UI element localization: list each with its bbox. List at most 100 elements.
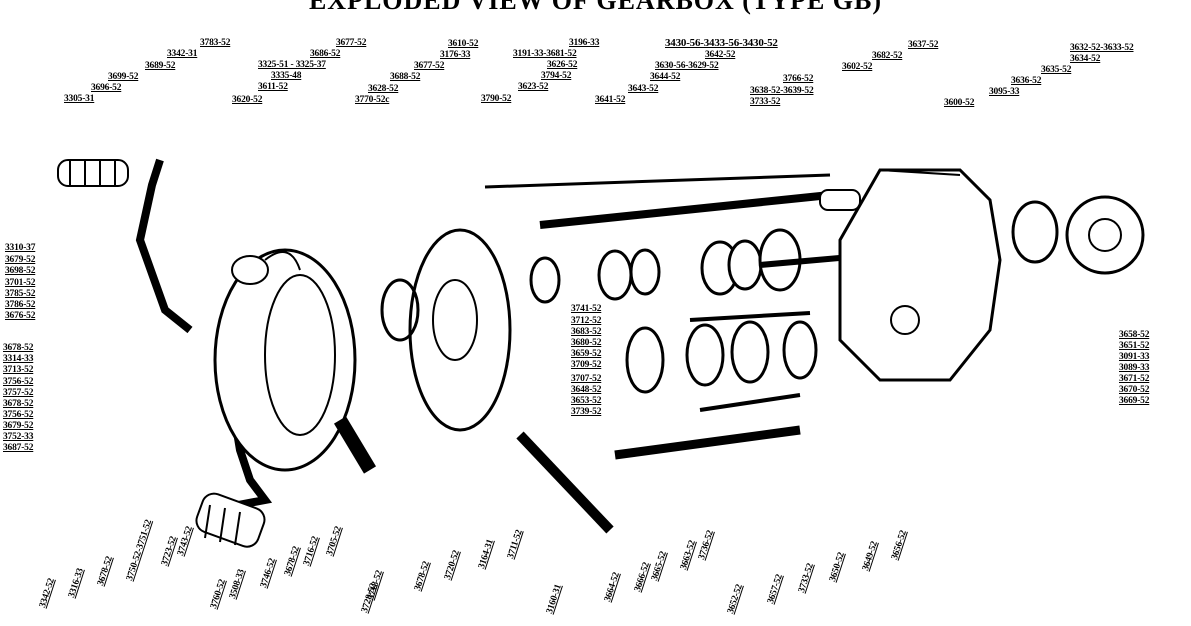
callout-label: 3699-52 xyxy=(108,72,139,82)
callout-label: 3653-52 xyxy=(571,396,602,406)
callout-label: 3623-52 xyxy=(518,82,549,92)
page-title: EXPLODED VIEW OF GEARBOX (TYPE GB) xyxy=(308,0,883,15)
callout-label: 3790-52 xyxy=(481,94,512,104)
callout-label: 3641-52 xyxy=(595,95,626,105)
gear-cluster-top xyxy=(529,228,931,304)
callout-label: 3689-52 xyxy=(145,61,176,71)
callout-label: 3191-33-3681-52 xyxy=(513,49,577,59)
callout-label: 3632-52-3633-52 xyxy=(1070,43,1134,53)
callout-label: 3733-52 xyxy=(797,562,816,595)
callout-label: 3666-52 xyxy=(633,561,652,594)
gear-cluster-bottom xyxy=(625,311,818,394)
callout-label: 3705-52 xyxy=(325,525,344,558)
clutch-cover xyxy=(380,228,512,432)
callout-label: 3620-52 xyxy=(232,95,263,105)
callout-label: 3680-52 xyxy=(571,338,602,348)
callout-label: 3430-56-3433-56-3430-52 xyxy=(665,37,778,49)
callout-label: 3659-52 xyxy=(571,349,602,359)
callout-label: 3325-51 - 3325-37 xyxy=(258,60,326,70)
callout-label: 3678-52 xyxy=(96,555,115,588)
selector-rod xyxy=(516,431,614,534)
callout-label: 3160-31 xyxy=(545,583,564,616)
callout-label: 3316-33 xyxy=(67,567,86,600)
callout-label: 3638-52-3639-52 xyxy=(750,86,814,96)
callout-label: 3783-52 xyxy=(200,38,231,48)
callout-label: 3642-52 xyxy=(705,50,736,60)
callout-label: 3091-33 xyxy=(1119,352,1150,362)
final-drive-sprocket xyxy=(1011,195,1145,275)
callout-label: 3677-52 xyxy=(336,38,367,48)
outer-cover xyxy=(213,248,357,472)
callout-label: 3750-52-3751-52 xyxy=(125,518,155,583)
callout-label: 3164-31 xyxy=(477,538,496,571)
callout-label: 3707-52 xyxy=(571,374,602,384)
callout-label: 3757-52 xyxy=(3,388,34,398)
callout-label: 3756-52 xyxy=(3,410,34,420)
callout-label: 3600-52 xyxy=(944,98,975,108)
callout-label: 3634-52 xyxy=(1070,54,1101,64)
callout-label: 3696-52 xyxy=(91,83,122,93)
callout-label: 3701-52 xyxy=(5,278,36,288)
callout-label: 3310-37 xyxy=(5,243,36,253)
callout-label: 3679-52 xyxy=(5,255,36,265)
callout-label: 3602-52 xyxy=(842,62,873,72)
callout-label: 3743-52 xyxy=(176,525,195,558)
callout-label: 3656-52 xyxy=(890,529,909,562)
kick-lever-upper xyxy=(135,158,193,334)
callout-label: 3698-52 xyxy=(5,266,36,276)
callout-label: 3342-31 xyxy=(167,49,198,59)
callout-label: 3720-52 xyxy=(443,549,462,582)
callout-label: 3786-52 xyxy=(5,300,36,310)
callout-label: 3733-52 xyxy=(750,97,781,107)
callout-label: 3644-52 xyxy=(650,72,681,82)
callout-label: 3671-52 xyxy=(1119,374,1150,384)
callout-label: 3678-52 xyxy=(283,545,302,578)
callout-label: 3650-52 xyxy=(828,551,847,584)
callout-label: 3741-52 xyxy=(571,304,602,314)
callout-label: 3669-52 xyxy=(1119,396,1150,406)
callout-label: 3665-52 xyxy=(650,550,669,583)
callout-label: 3712-52 xyxy=(571,316,602,326)
kickstart-rubber-top xyxy=(57,159,129,187)
callout-label: 3636-52 xyxy=(1011,76,1042,86)
callout-label: 3630-56-3629-52 xyxy=(655,61,719,71)
callout-label: 3305-31 xyxy=(64,94,95,104)
callout-label: 3686-52 xyxy=(310,49,341,59)
callout-label: 3628-52 xyxy=(368,84,399,94)
callout-label: 3688-52 xyxy=(390,72,421,82)
callout-label: 3679-52 xyxy=(3,421,34,431)
callout-label: 3682-52 xyxy=(872,51,903,61)
callout-label: 3176-33 xyxy=(440,50,471,60)
callout-label: 3664-52 xyxy=(603,571,622,604)
callout-label: 3508-33 xyxy=(228,568,247,601)
callout-label: 3635-52 xyxy=(1041,65,1072,75)
callout-label: 3637-52 xyxy=(908,40,939,50)
callout-label: 3713-52 xyxy=(3,365,34,375)
callout-label: 3626-52 xyxy=(547,60,578,70)
callout-label: 3643-52 xyxy=(628,84,659,94)
callout-label: 3658-52 xyxy=(1119,330,1150,340)
callout-label: 3657-52 xyxy=(766,573,785,606)
callout-label: 3794-52 xyxy=(541,71,572,81)
callout-label: 3709-52 xyxy=(571,360,602,370)
callout-label: 3711-52 xyxy=(506,528,525,561)
callout-label: 3648-52 xyxy=(571,385,602,395)
callout-label: 3676-52 xyxy=(5,311,36,321)
callout-label: 3752-33 xyxy=(3,432,34,442)
callout-label: 3760-52 xyxy=(209,578,228,611)
callout-label: 3739-52 xyxy=(571,407,602,417)
callout-label: 3196-33 xyxy=(569,38,600,48)
callout-label: 3746-52 xyxy=(259,557,278,590)
callout-label: 3663-52 xyxy=(679,539,698,572)
callout-label: 3736-52 xyxy=(697,529,716,562)
callout-label: 3335-48 xyxy=(271,71,302,81)
callout-label: 3677-52 xyxy=(414,61,445,71)
layshaft-lower xyxy=(614,393,801,460)
callout-label: 3649-52 xyxy=(861,540,880,573)
callout-label: 3770-52c xyxy=(355,95,390,105)
callout-label: 3314-33 xyxy=(3,354,34,364)
kickstart-rubber-bottom xyxy=(195,492,266,548)
callout-label: 3766-52 xyxy=(783,74,814,84)
